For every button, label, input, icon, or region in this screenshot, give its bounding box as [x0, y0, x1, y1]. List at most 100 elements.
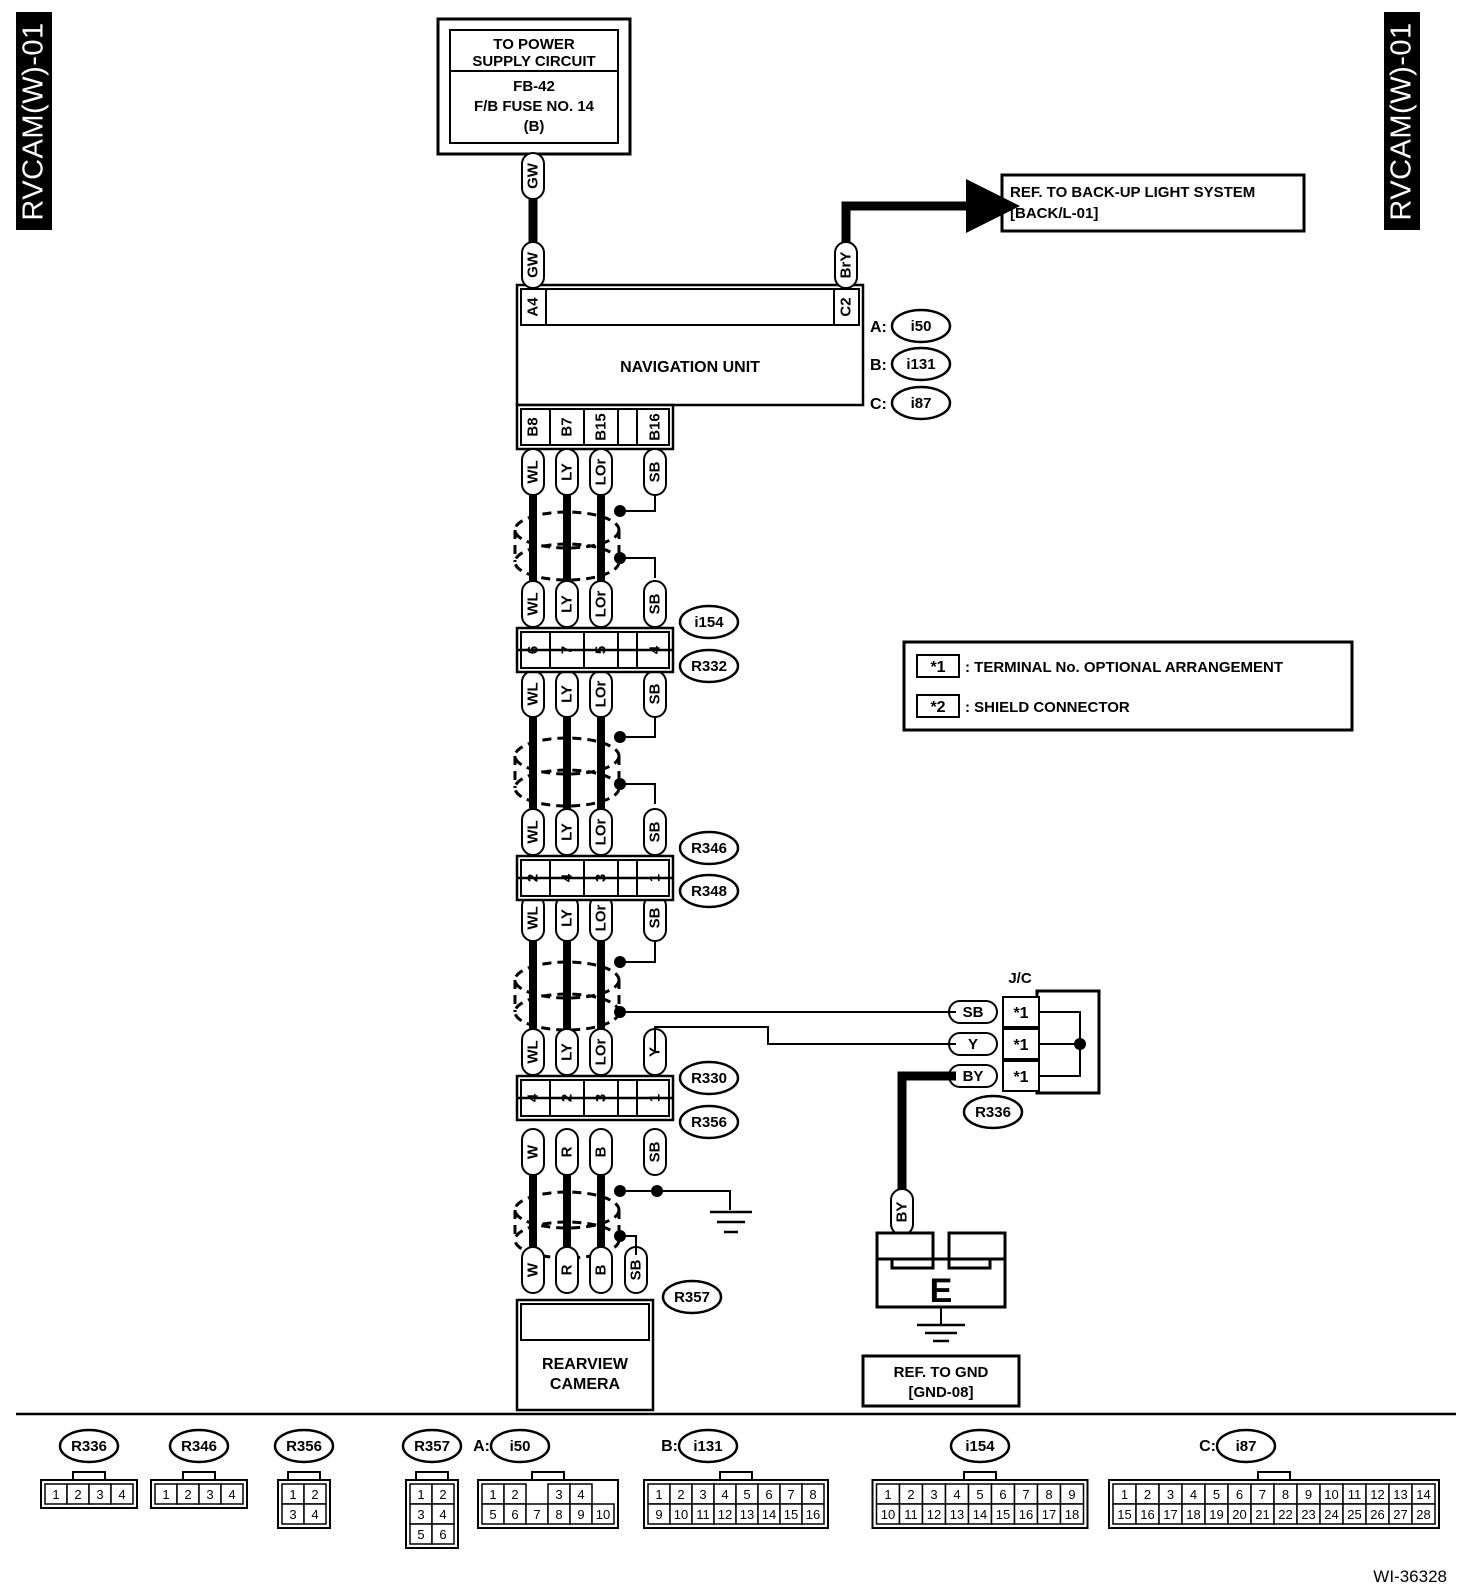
navigation-unit-label: NAVIGATION UNIT	[620, 359, 760, 376]
navigation-unit: NAVIGATION UNIT	[515, 283, 865, 451]
connector-face-pin: 1	[52, 1487, 59, 1502]
wire-label-text: LY	[559, 595, 576, 613]
figure-id: WI-36328	[1373, 1567, 1447, 1586]
connector-face-lock	[415, 1471, 449, 1481]
connector-face-pin: 16	[806, 1507, 820, 1522]
wire-label-text: GW	[525, 251, 542, 278]
power-supply-fuse-id: FB-42	[513, 78, 555, 95]
legend-text-2: : SHIELD CONNECTOR	[965, 699, 1130, 716]
wire-label-seg9: W	[521, 1246, 545, 1294]
connector-face-cell	[1059, 1503, 1085, 1525]
wire-label-capsule	[521, 152, 545, 200]
connector-face-pin: 17	[1042, 1507, 1056, 1522]
connector-pin: 2	[525, 874, 542, 882]
ref-camera: R357	[661, 1279, 723, 1315]
connector-face-pin: 3	[930, 1487, 937, 1502]
wire-label-text: LOr	[593, 905, 610, 932]
connector-face-pin: 9	[1305, 1487, 1312, 1502]
connector-face-pin: 19	[1209, 1507, 1223, 1522]
connector-face-pin: 1	[489, 1487, 496, 1502]
ref-oval	[890, 308, 952, 344]
connector-face-pin: 25	[1347, 1507, 1361, 1522]
wire-label-seg5: SB	[643, 894, 667, 942]
backup-light-ref-box: REF. TO BACK-UP LIGHT SYSTEM [BACK/L-01]	[1000, 173, 1306, 233]
connector-face-pin: 3	[1167, 1487, 1174, 1502]
nav-ref-oval: i50	[890, 308, 952, 344]
connector-face-pin: 7	[1259, 1487, 1266, 1502]
jc-wire-label-y: Y	[948, 1032, 998, 1056]
wire-label-text: SB	[963, 1004, 984, 1021]
power-supply-line1: TO POWER	[493, 36, 575, 53]
legend-box: *1 : TERMINAL No. OPTIONAL ARRANGEMENT *…	[902, 640, 1354, 732]
wire-label-text: LY	[559, 1043, 576, 1061]
wire-label-seg8: W	[521, 1128, 545, 1176]
connector-face-cell	[591, 1503, 615, 1525]
connector-face-pin: 12	[718, 1507, 732, 1522]
wire-label-seg7: WL	[521, 1028, 545, 1076]
shield-junction-dot	[614, 1185, 626, 1197]
wire-label-capsule	[589, 1246, 613, 1294]
wire-label-seg9: R	[555, 1246, 579, 1294]
connector-face-cell	[110, 1483, 134, 1505]
ref-oval	[661, 1279, 723, 1315]
wire-label-seg2: LY	[555, 580, 579, 628]
connector-face-pin: 2	[1144, 1487, 1151, 1502]
connector-face-pin: 6	[999, 1487, 1006, 1502]
wire-label-seg4: SB	[643, 808, 667, 856]
wire-label-seg3: LOr	[589, 670, 613, 718]
jc-mark-3: *1	[1013, 1069, 1028, 1086]
wire-label-capsule	[834, 241, 858, 289]
ground-wire-label: BY	[890, 1188, 914, 1236]
wire-label-text: SB	[647, 593, 664, 614]
wire-label-capsule	[643, 448, 667, 496]
nav-a4-wire-label: GW	[521, 241, 545, 289]
gnd-ref-box: REF. TO GND [GND-08]	[861, 1354, 1021, 1408]
ref-oval-label: R357	[674, 1289, 710, 1306]
nav-terminal-bottom: B8	[525, 417, 542, 436]
connector-pin: 4	[525, 1093, 542, 1102]
wire-label-capsule	[521, 448, 545, 496]
connector-face-lock	[531, 1471, 565, 1481]
connector-face-pin: 9	[655, 1507, 662, 1522]
wire-label-seg4: LOr	[589, 808, 613, 856]
connector-face-pin: 8	[809, 1487, 816, 1502]
connector-face-pin: 11	[1348, 1487, 1362, 1502]
wire-label-text: Y	[968, 1036, 978, 1053]
connector-face-pin: 17	[1163, 1507, 1177, 1522]
inline-connector-c2	[515, 854, 675, 902]
wire-label-text: WL	[525, 460, 542, 483]
wire-label-text: SB	[647, 461, 664, 482]
wire-label-text: LY	[559, 823, 576, 841]
ref-c3-b: R356	[678, 1104, 740, 1140]
connector-face-pin: 7	[533, 1507, 540, 1522]
connector-face-pin: 6	[765, 1487, 772, 1502]
wire-label-text: LOr	[593, 459, 610, 486]
wire-label-seg1: SB	[643, 448, 667, 496]
shield-tie-wire	[620, 557, 656, 578]
connector-face-pin: 5	[417, 1527, 424, 1542]
ref-oval	[58, 1428, 120, 1464]
wire-label-seg7: LOr	[589, 1028, 613, 1076]
wire-label-capsule	[521, 1128, 545, 1176]
gnd-ref-line1: REF. TO GND	[894, 1364, 989, 1381]
wire-label-text: B	[593, 1146, 610, 1157]
connector-face-pin: 6	[511, 1507, 518, 1522]
wire-label-text: WL	[525, 682, 542, 705]
ref-oval	[890, 346, 952, 382]
connector-pin: 5	[593, 646, 610, 654]
wire-label-seg2: LOr	[589, 580, 613, 628]
ref-c2-b: R348	[678, 873, 740, 909]
connector-face-pin: 14	[762, 1507, 776, 1522]
wire-label-text: R	[559, 1146, 576, 1157]
nav-terminal-a4: A4	[525, 297, 542, 317]
ground-letter: E	[930, 1272, 953, 1310]
wire-label-text: R	[559, 1264, 576, 1275]
ref-oval-label: i87	[911, 395, 932, 412]
wire-label-seg8: B	[589, 1128, 613, 1176]
ref-oval	[962, 1094, 1024, 1130]
connector-face-pin: 14	[1416, 1487, 1430, 1502]
ref-oval-label: R346	[181, 1438, 217, 1455]
